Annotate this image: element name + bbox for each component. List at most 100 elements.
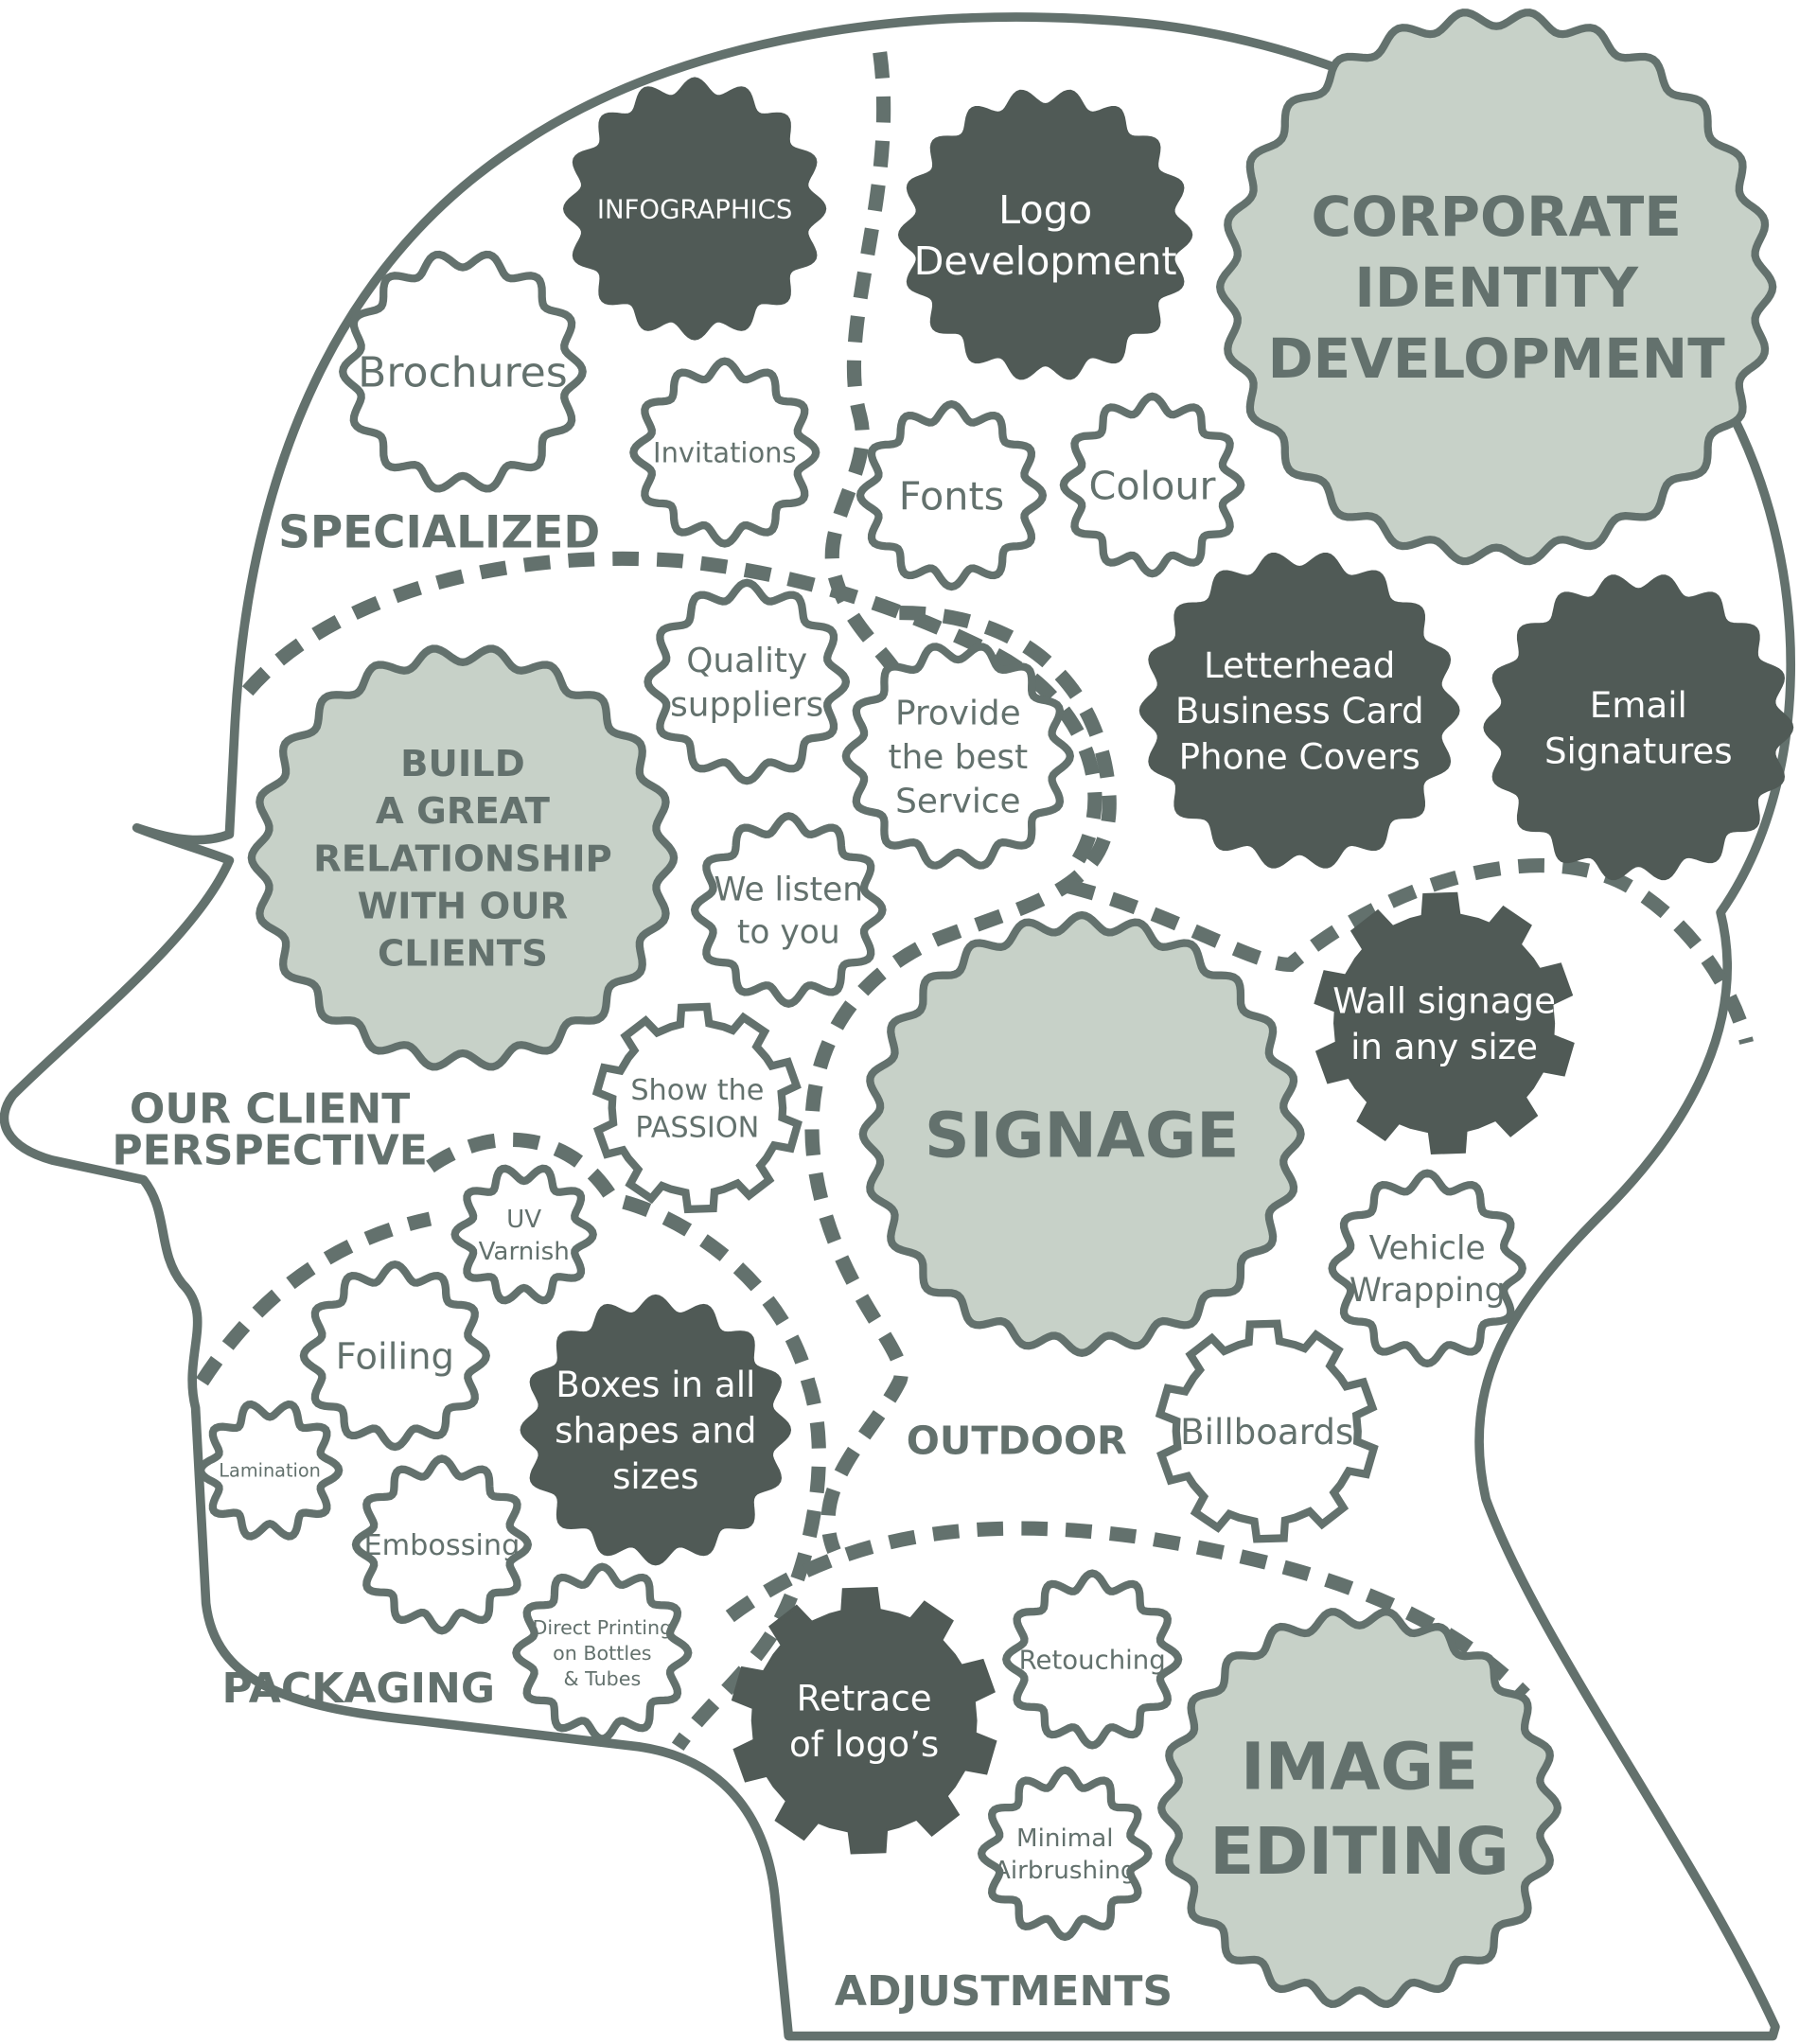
- gear-icon: [858, 910, 1305, 1358]
- gear-icon: [977, 1766, 1153, 1942]
- gear-label-line: on Bottles: [553, 1642, 651, 1665]
- gear-icon: [1155, 1319, 1379, 1543]
- gear-label-line: suppliers: [670, 686, 823, 725]
- gear-image-editing: IMAGE EDITING: [1157, 1608, 1562, 2008]
- divider-specialized: [241, 551, 1103, 878]
- gear-label: Colour: [1089, 463, 1216, 508]
- gear-label-line: to you: [737, 913, 840, 951]
- divider-packaging: [196, 1211, 432, 1386]
- gear-icon: [512, 1562, 693, 1743]
- gear-label: Embossing: [363, 1529, 520, 1562]
- gear-label: Invitations: [653, 437, 796, 469]
- section-label-specialized: SPECIALIZED: [278, 508, 600, 559]
- gear-label-line: sizes: [612, 1455, 698, 1497]
- gear-label-line: Phone Covers: [1179, 736, 1420, 778]
- gear-icon: [351, 1454, 533, 1635]
- gear-embossing: Embossing: [351, 1454, 533, 1635]
- gear-label-line: PASSION: [635, 1111, 759, 1144]
- gear-label-line: CLIENTS: [378, 933, 548, 976]
- gear-label-line: Varnish: [479, 1238, 570, 1266]
- head-silhouette: [0, 12, 1795, 2041]
- dotted-divider-lines: [196, 51, 1754, 1752]
- gear-label-line: the best: [889, 738, 1029, 777]
- gear-label-line: Foiling: [336, 1336, 454, 1379]
- section-label-packaging: PACKAGING: [221, 1665, 495, 1713]
- gear-icon: [897, 89, 1193, 380]
- gear-label-line: We listen: [714, 872, 863, 909]
- gear-label: IMAGE EDITING: [1209, 1730, 1509, 1891]
- gear-label-line: RELATIONSHIP: [313, 837, 612, 880]
- gear-icon: [450, 1164, 597, 1305]
- gear-label-line: Retrace: [797, 1678, 932, 1719]
- gear-retouching: Retouching: [1002, 1569, 1183, 1750]
- gear-label-line: Boxes in all: [556, 1364, 755, 1405]
- gear-icon: [841, 643, 1075, 870]
- gear-icon: [644, 578, 851, 785]
- gear-colour: Colour: [1059, 392, 1245, 578]
- gear-icon: [1002, 1569, 1183, 1750]
- gear-label-line: IDENTITY: [1354, 256, 1639, 320]
- gear-label-line: A GREAT: [376, 790, 551, 833]
- section-label-line: SPECIALIZED: [278, 508, 600, 559]
- gear-label: Fonts: [899, 473, 1004, 519]
- gear-label-line: CORPORATE: [1311, 185, 1681, 249]
- gear-label: Brochures: [358, 349, 568, 397]
- gear-label-line: Service: [895, 783, 1020, 821]
- gear-icon: [731, 1587, 997, 1855]
- gear-icon: [1138, 553, 1460, 869]
- gear-fonts: Fonts: [856, 399, 1048, 591]
- gear-label-line: SIGNAGE: [925, 1099, 1239, 1172]
- divider-adjustments: [725, 1521, 1530, 1700]
- gear-label: SIGNAGE: [925, 1099, 1239, 1172]
- gear-label-line: Development: [914, 238, 1177, 284]
- gear-label-line: Wrapping: [1350, 1272, 1506, 1310]
- gear-signage: SIGNAGE: [858, 910, 1305, 1358]
- gear-label-line: UV: [506, 1206, 541, 1234]
- gear-label-line: EDITING: [1209, 1814, 1509, 1890]
- gear-lamination: Lamination: [196, 1400, 344, 1541]
- gear-label-line: Provide: [895, 694, 1021, 732]
- gear-billboards: Billboards: [1155, 1319, 1379, 1543]
- section-label-adjustments: ADJUSTMENTS: [835, 1967, 1173, 2016]
- gear-icon: [562, 77, 827, 341]
- gear-label-line: Fonts: [899, 473, 1004, 519]
- gear-brochures: Brochures: [339, 250, 587, 493]
- gear-uv-varnish: UV Varnish: [450, 1164, 597, 1305]
- gear-label-line: BUILD: [400, 743, 525, 785]
- gear-label-line: Lamination: [219, 1460, 321, 1482]
- gear-label-line: IMAGE: [1241, 1730, 1478, 1806]
- gear-icon: [856, 399, 1048, 591]
- gear-label: We listen to you: [714, 872, 863, 952]
- gear-icon: [591, 1002, 803, 1214]
- gear-label-line: Logo: [998, 187, 1092, 233]
- gear-label-line: INFOGRAPHICS: [597, 194, 793, 224]
- gear-label-line: & Tubes: [563, 1667, 641, 1690]
- gear-label-line: DEVELOPMENT: [1268, 326, 1726, 391]
- gear-label-line: WITH OUR: [358, 886, 569, 928]
- gear-icon: [196, 1400, 344, 1541]
- gear-label-line: Vehicle: [1369, 1229, 1486, 1267]
- gear-label-line: Minimal: [1016, 1824, 1113, 1853]
- gear-icon: [1157, 1608, 1562, 2008]
